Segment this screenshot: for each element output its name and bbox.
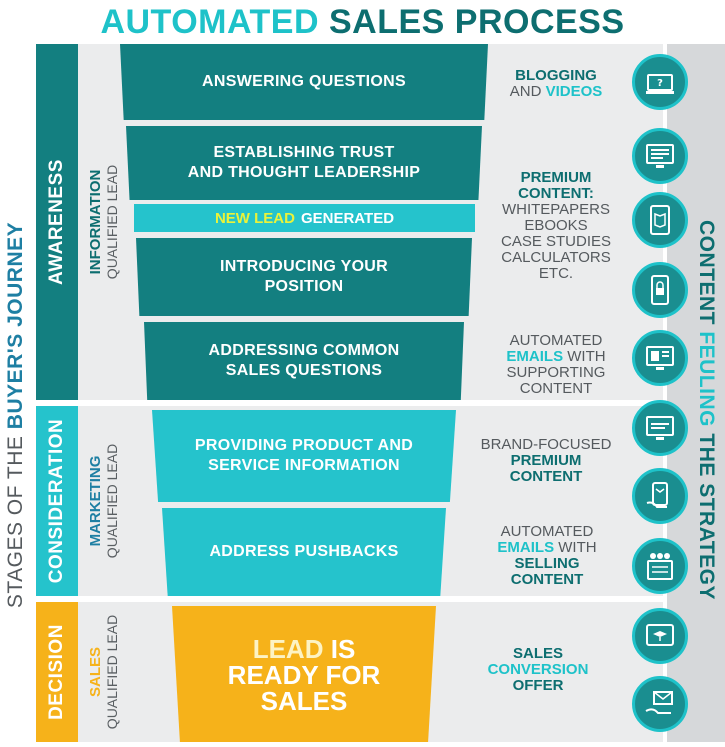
lead-label-sales: SALES QUALIFIED LEAD [87,614,120,730]
stage-consideration-label: CONSIDERATION [46,418,67,584]
hand-mail-icon [632,676,688,732]
funnel-step-lead-ready [172,606,436,742]
stage-consideration [36,406,78,596]
content-emails-supporting: AUTOMATED EMAILS WITH SUPPORTING CONTENT [506,332,606,397]
content-sales-offer: SALES CONVERSION OFFER [487,645,589,694]
funnel-step-address-pushbacks: ADDRESS PUSHBACKS [162,508,446,596]
monitor-document-icon [632,330,688,386]
content-emails-selling: AUTOMATED EMAILS WITH SELLING CONTENT [497,523,597,588]
funnel-step-answering-questions: ANSWERING QUESTIONS [120,44,488,120]
content-blogging-videos: BLOGGING AND VIDEOS [509,67,603,100]
tablet-book-icon [632,192,688,248]
funnel-step-addressing-sales-questions: ADDRESSING COMMON SALES QUESTIONS [144,322,464,400]
funnel-step-product-information: PROVIDING PRODUCT AND SERVICE INFORMATIO… [152,410,456,502]
tablet-graduate-icon [632,608,688,664]
monitor-text-icon [632,128,688,184]
content-brand-premium: BRAND-FOCUSED PREMIUM CONTENT [480,436,612,485]
stage-awareness [36,44,78,400]
calendar-people-icon [632,538,688,594]
lead-label-marketing: MARKETING QUALIFIED LEAD [87,443,120,559]
page-title: AUTOMATED SALES PROCESS [100,3,625,41]
lead-label-information: INFORMATION QUALIFIED LEAD [87,164,120,280]
lead-ready-label: LEAD IS READY FOR SALES [227,634,381,716]
stage-awareness-label: AWARENESS [46,159,67,285]
new-lead-generated-bar: NEW LEAD GENERATED [134,204,475,232]
funnel-step-introducing-position: INTRODUCING YOUR POSITION [136,238,472,316]
content-premium: PREMIUM CONTENT: WHITEPAPERS EBOOKS CASE… [500,169,612,282]
funnel-step-establishing-trust: ESTABLISHING TRUST AND THOUGHT LEADERSHI… [126,126,482,200]
svg-text:?: ? [657,78,663,89]
question-computer-icon: ? [632,54,688,110]
hand-phone-mail-icon [632,468,688,524]
stage-decision [36,602,78,742]
phone-lock-icon [632,262,688,318]
content-strategy-label: CONTENT FEULING THE STRATEGY [695,220,718,600]
monitor-screen-icon [632,400,688,456]
buyers-journey-label: STAGES OF THE BUYER'S JOURNEY [4,221,27,609]
stage-decision-label: DECISION [46,624,67,720]
